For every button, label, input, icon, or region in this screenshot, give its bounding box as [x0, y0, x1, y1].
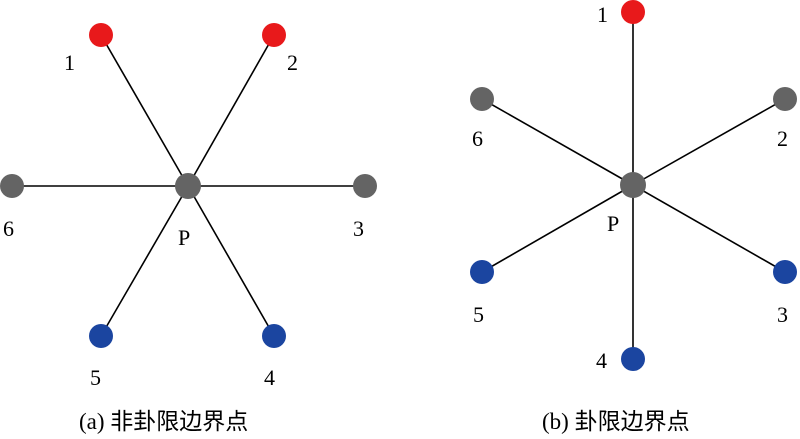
edge-a-2	[187, 34, 275, 187]
node-label-b-5: 5	[473, 302, 484, 327]
caption-a: (a) 非卦限边界点	[79, 409, 248, 434]
node-b-2	[773, 87, 797, 111]
node-a-6	[0, 174, 24, 198]
node-b-1	[621, 0, 645, 24]
node-label-b-2: 2	[777, 126, 788, 151]
diagram-b: 1 2 3 4 5 6 P (b) 卦限边界点	[470, 0, 797, 434]
node-label-b-3: 3	[777, 302, 788, 327]
edge-a-5	[100, 185, 189, 337]
center-node-b	[620, 172, 646, 198]
center-label-b: P	[607, 211, 619, 236]
edge-b-6	[481, 98, 634, 186]
edge-b-2	[632, 98, 786, 186]
node-label-a-5: 5	[90, 365, 101, 390]
diagram-a: 1 2 3 4 5 6 P (a) 非卦限边界点	[0, 23, 377, 434]
edge-b-3	[632, 184, 786, 273]
node-label-a-3: 3	[353, 216, 364, 241]
node-a-2	[262, 23, 286, 47]
edge-b-5	[481, 184, 634, 273]
node-a-1	[89, 23, 113, 47]
caption-b: (b) 卦限边界点	[542, 409, 690, 434]
edge-a-1	[100, 34, 189, 187]
node-label-b-6: 6	[472, 126, 483, 151]
node-label-a-4: 4	[264, 365, 275, 390]
node-label-b-1: 1	[597, 2, 608, 27]
node-a-5	[89, 324, 113, 348]
node-b-6	[470, 87, 494, 111]
node-b-5	[470, 260, 494, 284]
center-node-a	[175, 173, 201, 199]
node-a-3	[353, 174, 377, 198]
node-label-b-4: 4	[596, 348, 607, 373]
node-label-a-2: 2	[287, 50, 298, 75]
node-b-4	[621, 347, 645, 371]
edge-a-4	[187, 185, 275, 337]
node-b-3	[773, 260, 797, 284]
node-label-a-1: 1	[64, 50, 75, 75]
node-a-4	[262, 324, 286, 348]
center-label-a: P	[178, 225, 190, 250]
node-label-a-6: 6	[3, 216, 14, 241]
